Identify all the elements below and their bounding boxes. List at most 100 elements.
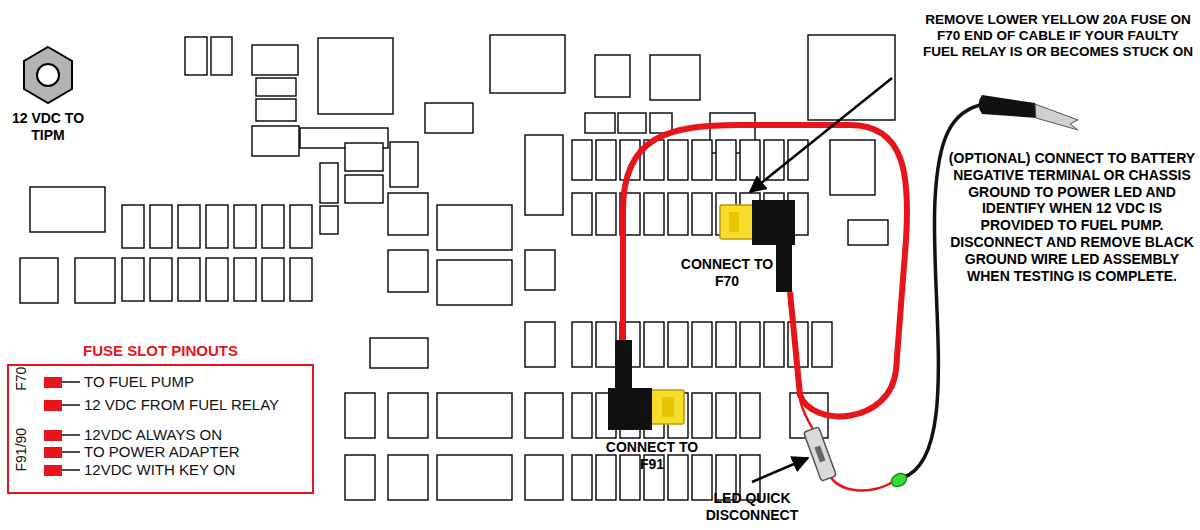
led bbox=[889, 471, 909, 489]
fuse-slot bbox=[388, 455, 428, 500]
fuse-slot bbox=[595, 55, 630, 97]
fuse-slot bbox=[525, 250, 555, 290]
fuse-slot bbox=[206, 258, 228, 301]
slot-name: F70 bbox=[14, 367, 29, 391]
fuse-slot bbox=[572, 455, 592, 500]
fuse-slot bbox=[596, 193, 616, 235]
pinout-frame bbox=[8, 365, 313, 493]
fuse-tap-f91 bbox=[608, 340, 684, 430]
fuse-slot bbox=[572, 393, 592, 438]
fuse-slot bbox=[668, 322, 688, 367]
fuse-slot bbox=[345, 455, 375, 500]
fuse-slot bbox=[252, 126, 299, 156]
fuse-slot bbox=[716, 140, 736, 180]
fuse-slot bbox=[262, 205, 284, 248]
pin-name: 12VDC ALWAYS ON bbox=[84, 427, 222, 444]
fuse-slot bbox=[178, 205, 200, 248]
callout-arrow bbox=[750, 78, 892, 192]
fuse-slot bbox=[740, 140, 760, 180]
callout-note: (OPTIONAL) CONNECT TO BATTERY NEGATIVE T… bbox=[948, 150, 1196, 284]
fuse-slot bbox=[716, 393, 736, 438]
fuse-slot bbox=[830, 140, 875, 195]
fuse-slot bbox=[185, 37, 207, 75]
fuse-slot bbox=[150, 205, 172, 248]
fuse-slot bbox=[437, 393, 512, 438]
fuse-slot bbox=[178, 258, 200, 301]
fuse-slot bbox=[490, 35, 565, 93]
fuse-slot bbox=[437, 260, 512, 305]
fuse-slot bbox=[692, 140, 712, 180]
pinout-box: FUSE SLOT PINOUTSF70TO FUEL PUMP12 VDC F… bbox=[8, 340, 313, 493]
fuse-slot bbox=[618, 113, 646, 133]
fuse-slot bbox=[596, 322, 616, 367]
fuse-slot bbox=[437, 455, 512, 500]
fuse-slot bbox=[596, 455, 616, 500]
led-lead bbox=[826, 468, 893, 490]
fuse-slot bbox=[716, 322, 736, 367]
terminal-label: 12 VDC TO TIPM bbox=[0, 110, 96, 144]
fuse-slot bbox=[572, 322, 592, 367]
fuse-slot bbox=[525, 322, 555, 367]
fuse-slot bbox=[388, 393, 428, 438]
pin-name: 12 VDC FROM FUEL RELAY bbox=[84, 397, 279, 414]
fuse-slot bbox=[620, 455, 640, 500]
fuse-slot bbox=[650, 113, 672, 133]
fuse-slots bbox=[20, 35, 895, 500]
fuse-slot bbox=[256, 78, 296, 96]
alligator-clip bbox=[979, 95, 1079, 130]
pin-name: TO POWER ADAPTER bbox=[84, 444, 240, 461]
slot-name: F91/90 bbox=[14, 428, 29, 472]
fuse-slot bbox=[388, 250, 428, 292]
fuse-slot bbox=[848, 220, 888, 245]
fuse-slot bbox=[692, 322, 712, 367]
fuse-slot bbox=[437, 205, 512, 250]
fuse-slot bbox=[390, 142, 418, 187]
fuse-slot bbox=[345, 143, 383, 171]
pin-leaders bbox=[62, 382, 80, 470]
fuse-slot bbox=[122, 258, 144, 301]
fuse-slot bbox=[572, 193, 592, 235]
fuse-slot bbox=[206, 205, 228, 248]
callout-note: REMOVE LOWER YELLOW 20A FUSE ON F70 END … bbox=[923, 12, 1193, 61]
fuse-slot bbox=[262, 258, 284, 301]
fuse-slot bbox=[525, 455, 563, 500]
fuse-slot bbox=[318, 38, 393, 114]
fuse-slot bbox=[256, 99, 296, 121]
fuse-slot bbox=[740, 322, 760, 367]
fuse-slot bbox=[644, 322, 664, 367]
callout-label: LED QUICK DISCONNECT bbox=[687, 490, 817, 524]
connection-label: CONNECT TO F70 bbox=[672, 256, 782, 290]
fuse-slot bbox=[290, 205, 312, 248]
pin-name: TO FUEL PUMP bbox=[84, 374, 194, 391]
fuse-slot bbox=[692, 455, 712, 500]
fuse-slot bbox=[650, 55, 700, 100]
fuse-slot bbox=[572, 140, 592, 180]
fuse-slot bbox=[808, 35, 895, 120]
quick-disconnect bbox=[804, 427, 837, 481]
fuse-slot bbox=[525, 393, 563, 438]
fuse-slot bbox=[234, 258, 256, 301]
fuse-slot bbox=[425, 103, 473, 133]
fuse-slot bbox=[668, 140, 688, 180]
pin-name: 12VDC WITH KEY ON bbox=[84, 462, 235, 479]
fuse-slot bbox=[320, 206, 338, 234]
fuse-slot bbox=[740, 393, 760, 438]
fuse-slot bbox=[320, 163, 338, 203]
fuse-slot bbox=[75, 258, 115, 303]
callout-arrow bbox=[752, 458, 808, 482]
fuse-slot bbox=[252, 45, 298, 75]
fuse-slot bbox=[812, 322, 832, 367]
hex-nut bbox=[24, 47, 72, 103]
fuse-slot bbox=[596, 140, 616, 180]
fuse-slot bbox=[644, 193, 664, 235]
fuse-slot bbox=[525, 135, 563, 215]
fuse-slot bbox=[290, 258, 312, 301]
connection-label: CONNECT TO F91 bbox=[597, 439, 707, 473]
fuse-slot bbox=[370, 338, 428, 368]
fuse-slot bbox=[764, 322, 784, 367]
red-cable bbox=[623, 125, 907, 416]
fuse-slot bbox=[668, 455, 688, 500]
fuse-slot bbox=[668, 193, 688, 235]
fuse-slot bbox=[234, 205, 256, 248]
